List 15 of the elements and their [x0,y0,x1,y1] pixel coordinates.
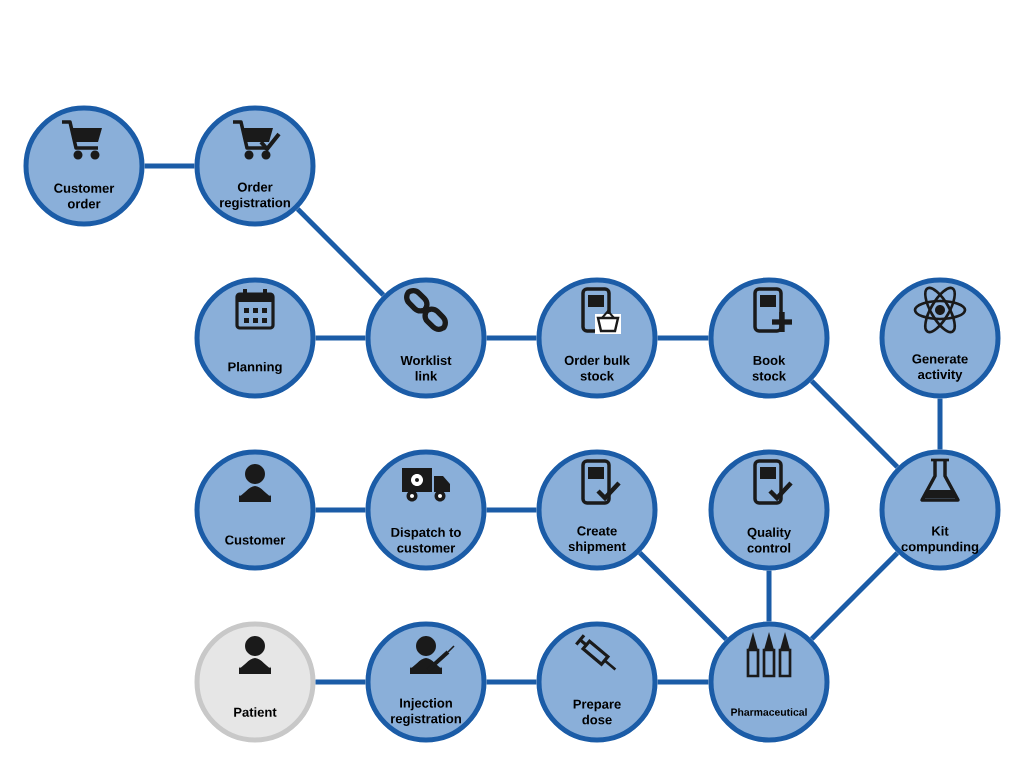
connector-line [144,163,195,169]
connector-line [657,679,709,685]
connector-line [809,551,900,641]
connector-line [486,507,537,513]
connector-line [295,207,386,297]
connector-line [315,679,366,685]
connector-line [486,335,537,341]
connector-line [315,507,366,513]
connector-line [315,335,366,341]
connector-line [638,551,728,641]
connector-line [937,398,943,450]
connector-line [486,679,537,685]
connector-line [657,335,709,341]
connector-line [809,379,900,469]
connector-line [766,570,772,622]
